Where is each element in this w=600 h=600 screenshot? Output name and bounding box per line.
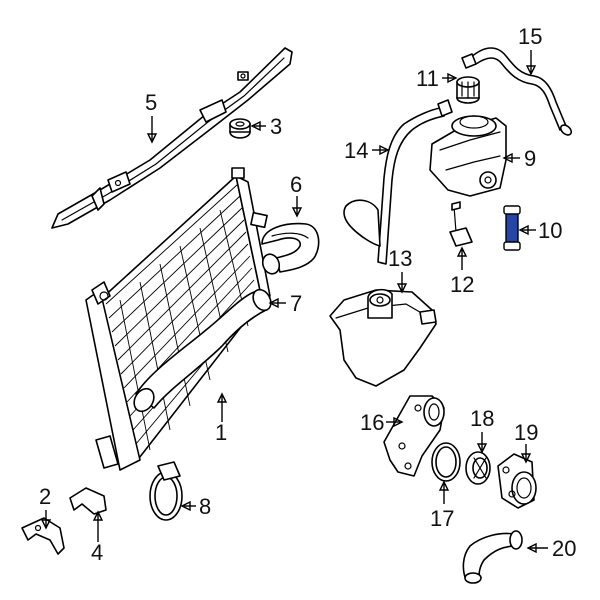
callout-14: 14 [344,138,390,163]
callout-label: 12 [450,272,474,297]
part-10-connector[interactable] [503,205,521,251]
part-19-outlet-housing[interactable] [497,453,537,509]
part-20-pipe[interactable] [462,530,523,584]
callout-label: 4 [91,540,103,565]
callout-label: 20 [552,536,576,561]
part-15-vent-hose[interactable] [461,47,573,137]
callout-19: 19 [514,420,538,464]
callout-label: 14 [344,138,368,163]
part-7-lower-hose[interactable] [130,286,274,414]
callout-3: 3 [250,114,282,139]
callout-label: 10 [538,218,562,243]
callout-10: 10 [518,218,562,243]
callout-15: 15 [518,24,542,76]
part-14-coolant-hose[interactable] [343,99,453,265]
part-12-sensor[interactable] [449,201,473,247]
callout-4: 4 [91,510,103,565]
part-5-support-bar[interactable] [51,47,293,229]
callout-label: 5 [145,90,157,115]
callout-label: 3 [270,114,282,139]
callout-label: 11 [416,66,439,91]
part-9-expansion-tank[interactable] [429,115,507,197]
part-16-thermostat-housing[interactable] [383,395,445,477]
callout-6: 6 [290,172,302,218]
part-6-upper-hose[interactable] [260,222,320,277]
callout-label: 13 [388,246,412,271]
callout-2: 2 [39,484,51,530]
callout-16: 16 [360,410,404,435]
part-13-reservoir[interactable] [329,288,437,387]
callout-label: 17 [430,506,454,531]
part-18-thermostat[interactable] [465,451,491,485]
callout-18: 18 [470,406,494,454]
callout-label: 7 [290,291,302,316]
callout-label: 1 [215,420,227,445]
callout-1: 1 [215,392,227,445]
part-3-grommet[interactable] [229,118,251,139]
callout-label: 16 [360,410,384,435]
callout-7: 7 [268,291,302,316]
callout-label: 6 [290,172,302,197]
callout-label: 19 [514,420,538,445]
callout-label: 9 [524,146,536,171]
callout-label: 18 [470,406,494,431]
callout-13: 13 [388,246,412,294]
part-4-pad[interactable] [69,487,107,515]
callout-12: 12 [450,246,474,297]
callout-label: 8 [199,494,211,519]
callout-8: 8 [180,494,211,519]
callout-9: 9 [502,146,536,171]
callout-20: 20 [526,536,576,561]
callout-label: 2 [39,484,51,509]
part-8-clamp[interactable] [149,461,183,521]
callout-label: 15 [518,24,542,49]
callout-11: 11 [416,66,458,91]
callout-17: 17 [430,480,454,531]
callout-5: 5 [145,90,157,144]
part-17-o-ring[interactable] [431,442,461,482]
part-11-cap[interactable] [456,76,480,104]
